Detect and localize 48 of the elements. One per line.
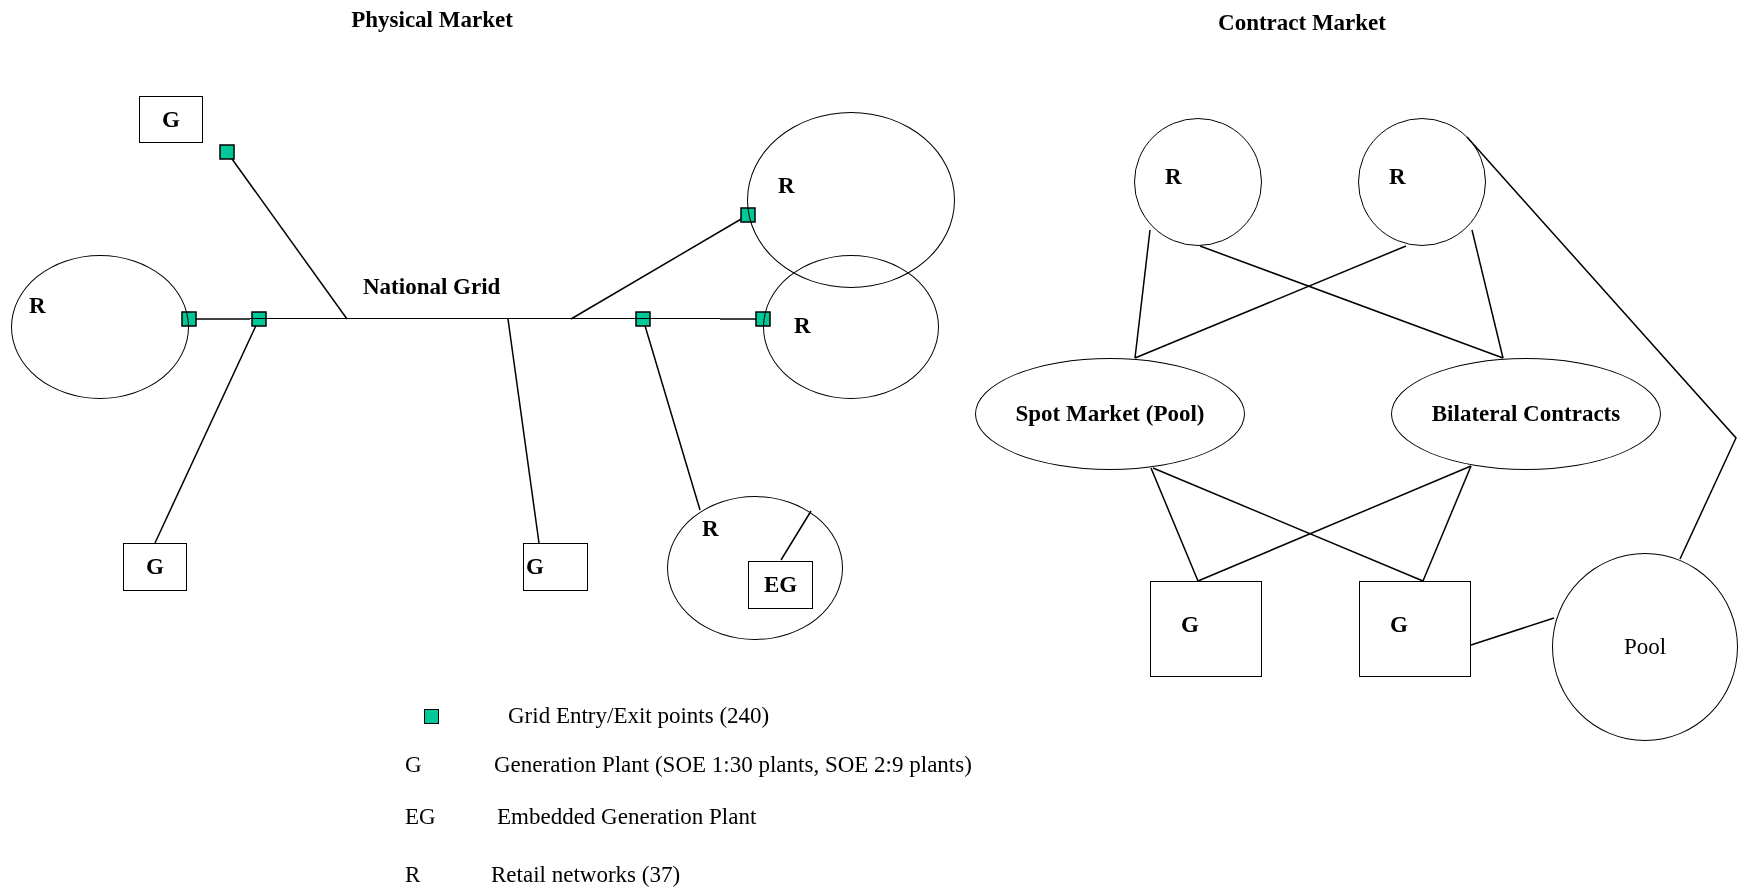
connector-line — [719, 311, 771, 327]
node-label: G — [526, 554, 544, 580]
connector-line — [1134, 245, 1407, 359]
legend-text: Embedded Generation Plant — [497, 804, 757, 830]
connector-line — [181, 311, 251, 327]
connector-line — [1471, 229, 1504, 359]
connector-line — [1422, 465, 1472, 582]
node-label: G — [161, 106, 181, 133]
node-label: Pool — [1622, 634, 1668, 660]
embedded-plant-box — [748, 561, 813, 609]
legend-text: Retail networks (37) — [491, 862, 681, 888]
node-label: G — [145, 554, 165, 580]
node-label: R — [1165, 164, 1182, 190]
node-label: Bilateral Contracts — [1430, 401, 1622, 427]
generation-plant-box — [139, 96, 203, 143]
section-heading: Physical Market — [351, 7, 513, 33]
node-label: R — [794, 313, 811, 339]
connector-line — [507, 318, 540, 544]
generation-plant-box — [523, 543, 588, 591]
node-label: R — [29, 293, 46, 319]
generation-plant-box — [1359, 581, 1471, 677]
node-label: R — [778, 173, 795, 199]
connector-line — [1197, 465, 1472, 582]
legend-text: R — [405, 862, 421, 888]
connector-line — [570, 207, 756, 320]
connector-line — [1152, 467, 1424, 582]
node-label: EG — [762, 572, 799, 598]
legend-text: Generation Plant (SOE 1:30 plants, SOE 2:9 plants) — [494, 752, 972, 778]
legend-text: G — [405, 752, 422, 778]
node-label: G — [1181, 612, 1199, 638]
node-label: Spot Market (Pool) — [1014, 401, 1206, 427]
connector-line — [154, 311, 267, 544]
connector-line — [1150, 467, 1199, 582]
connector-line — [1470, 617, 1555, 646]
connector-line — [635, 311, 701, 511]
node-label: R — [702, 516, 719, 542]
generation-plant-box — [123, 543, 187, 591]
section-heading: Contract Market — [1218, 10, 1386, 36]
legend-text: EG — [405, 804, 436, 830]
connector-line — [1199, 245, 1504, 359]
connector-line — [780, 510, 812, 561]
node-label: R — [1389, 164, 1406, 190]
legend-text: Grid Entry/Exit points (240) — [508, 703, 770, 729]
generation-plant-box — [1150, 581, 1262, 677]
grid-label: National Grid — [363, 274, 501, 300]
connector-line — [219, 144, 348, 320]
node-label: G — [1390, 612, 1408, 638]
connector-line — [1134, 229, 1151, 359]
